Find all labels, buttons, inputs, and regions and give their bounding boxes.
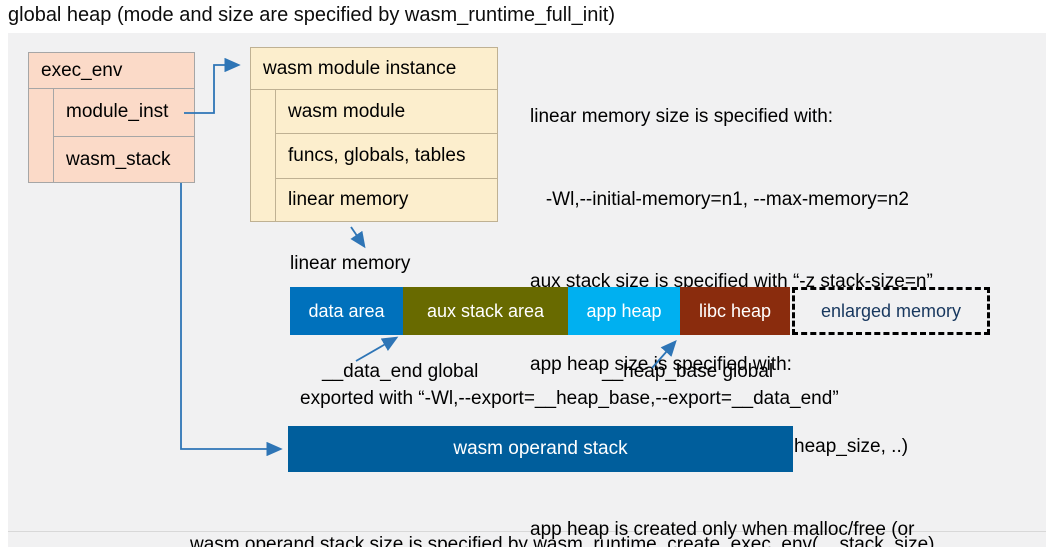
segment-aux-stack-area: aux stack area bbox=[403, 287, 568, 335]
segment-data-area: data area bbox=[290, 287, 403, 335]
note-line: app heap size is specified with: bbox=[530, 353, 792, 375]
module-instance-field-linear-memory: linear memory bbox=[288, 189, 409, 211]
note-line: -Wl,--initial-memory=n1, --max-memory=n2 bbox=[530, 188, 909, 210]
wasm-module-instance-title: wasm module instance bbox=[251, 48, 497, 90]
note-line: app heap is created only when malloc/fre… bbox=[530, 518, 915, 540]
segment-app-heap: app heap bbox=[568, 287, 680, 335]
exec-env-field-module-inst: module_inst bbox=[54, 89, 194, 137]
exec-env-field-wasm-stack: wasm_stack bbox=[66, 148, 171, 170]
note-line: linear memory size is specified with: bbox=[530, 106, 834, 127]
linear-memory-bar: data area aux stack area app heap libc h… bbox=[290, 287, 990, 335]
note-line: aux stack size is specified with “-z sta… bbox=[530, 271, 933, 292]
exec-env-title: exec_env bbox=[29, 53, 194, 89]
exec-env-box: exec_env module_inst wasm_stack bbox=[28, 52, 195, 183]
data-end-global-label: __data_end global bbox=[322, 361, 479, 382]
exec-env-indent-strip bbox=[29, 89, 54, 183]
linear-memory-label: linear memory bbox=[290, 253, 411, 274]
module-instance-field-wasm-module: wasm module bbox=[276, 90, 497, 135]
wasm-module-instance-box: wasm module instance wasm module funcs, … bbox=[250, 47, 498, 222]
module-instance-indent-strip bbox=[251, 90, 276, 222]
operand-stack-notes: wasm operand stack size is specified by … bbox=[190, 477, 935, 547]
diagram-title: global heap (mode and size are specified… bbox=[8, 4, 615, 26]
wasm-operand-stack-bar: wasm operand stack bbox=[288, 426, 793, 472]
heap-base-global-label: __heap_base global bbox=[602, 361, 774, 382]
panel-bottom-divider bbox=[8, 531, 1046, 532]
footer-line: wasm operand stack size is specified by … bbox=[190, 534, 935, 547]
segment-libc-heap: libc heap bbox=[680, 287, 790, 335]
exported-with-label: exported with “-Wl,--export=__heap_base,… bbox=[300, 388, 839, 409]
segment-enlarged-memory: enlarged memory bbox=[792, 287, 990, 335]
module-instance-field-funcs-globals-tables: funcs, globals, tables bbox=[276, 134, 497, 179]
